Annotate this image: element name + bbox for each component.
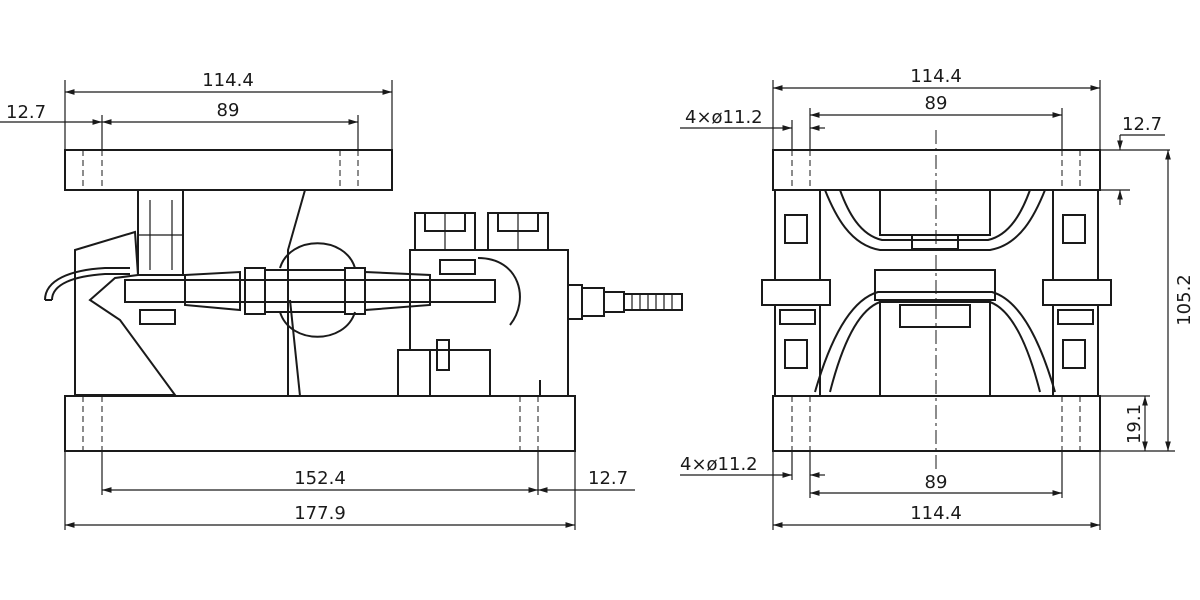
dim-bottom-hole-spacing: 89 <box>925 472 948 493</box>
dim-top-width: 114.4 <box>202 70 254 91</box>
left-bracket <box>74 230 177 396</box>
slanted-support <box>287 189 307 396</box>
ball-top <box>279 242 356 269</box>
front-view: 114.4 89 4×ø11.2 12.7 105.2 19.1 4×ø11. <box>680 66 1195 530</box>
dim-front-top-offset: 12.7 <box>1122 114 1162 135</box>
right-post-lower <box>1052 304 1099 397</box>
right-crossbar <box>1042 279 1112 306</box>
dim-bottom-width: 114.4 <box>910 503 962 524</box>
left-post-upper <box>774 189 821 281</box>
dim-front-top-hole-spacing: 89 <box>925 93 948 114</box>
dim-base-thickness: 19.1 <box>1124 404 1145 444</box>
top-post <box>137 189 184 276</box>
left-crossbar <box>761 279 831 306</box>
dim-base-width: 177.9 <box>294 503 346 524</box>
sensor-sleeve <box>264 269 346 313</box>
dim-top-hole-spacing: 89 <box>217 100 240 121</box>
upper-strap-outer <box>824 189 1046 251</box>
cable-loop <box>477 257 521 326</box>
right-post-upper <box>1052 189 1099 281</box>
dim-top-offset: 12.7 <box>6 102 46 123</box>
load-cell-beam <box>124 279 496 303</box>
right-block <box>409 249 569 397</box>
center-body <box>879 299 991 397</box>
cable-gland <box>567 284 583 320</box>
beam-left-taper <box>184 270 241 312</box>
cable-thread <box>623 293 683 311</box>
upper-block <box>879 189 991 236</box>
dim-base-hole-spacing: 152.4 <box>294 468 346 489</box>
top-plate <box>64 149 393 191</box>
dim-front-top-width: 114.4 <box>910 66 962 87</box>
beam-right-taper <box>364 270 431 312</box>
base-plate <box>64 395 576 452</box>
dim-top-holes: 4×ø11.2 <box>685 107 763 128</box>
center-cell <box>874 269 996 301</box>
ball-bottom <box>279 311 356 338</box>
dim-height: 105.2 <box>1174 274 1195 326</box>
lower-strap-outer <box>814 291 1056 393</box>
cable-left <box>44 267 130 301</box>
dim-base-offset: 12.7 <box>588 468 628 489</box>
dim-bottom-holes: 4×ø11.2 <box>680 454 758 475</box>
beam-nut <box>139 309 176 325</box>
upper-strap-inner <box>839 189 1031 241</box>
lower-strap-inner <box>829 301 1041 393</box>
side-view: 114.4 12.7 89 152.4 12.7 177.9 <box>0 70 683 530</box>
left-post-lower <box>774 304 821 397</box>
small-nut <box>439 259 476 275</box>
